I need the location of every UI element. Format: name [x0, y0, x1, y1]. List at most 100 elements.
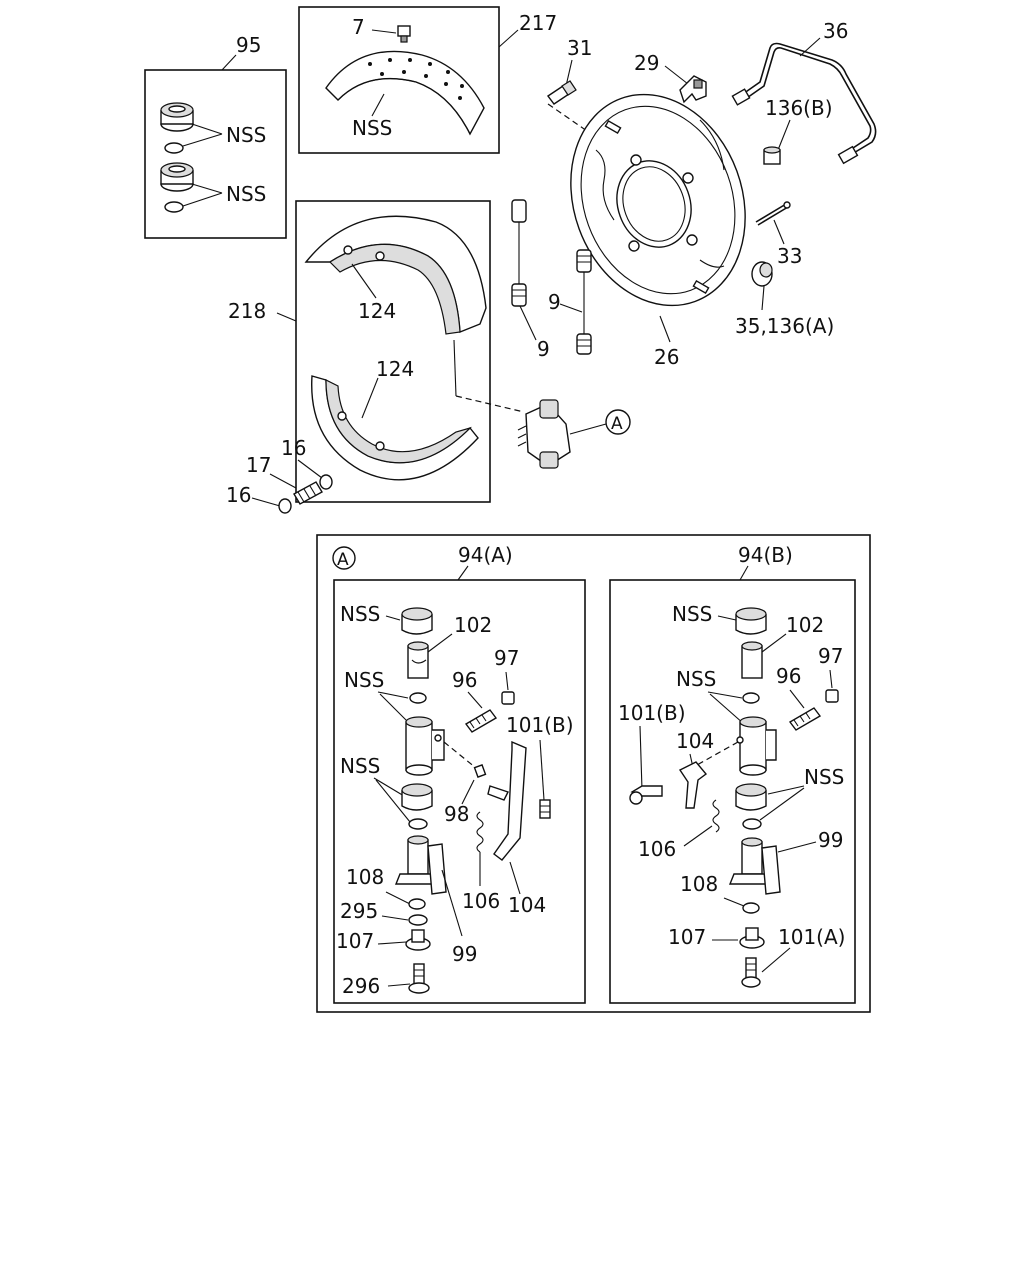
- label-35-136a: 35,136(A): [735, 314, 834, 338]
- bleeder-screw-icon: [464, 709, 498, 733]
- label-31: 31: [567, 36, 592, 60]
- bracket-29: 29: [634, 51, 707, 104]
- detail-a-frame: A: [316, 534, 871, 1013]
- callout-a: A: [611, 414, 623, 434]
- cup-seal-icon: [160, 162, 194, 192]
- label-107: 107: [668, 925, 706, 949]
- bolt-31: 31: [546, 36, 601, 141]
- label-124: 124: [376, 357, 414, 381]
- fitting-136b: 136(B): [763, 96, 833, 165]
- label-nss: NSS: [804, 765, 844, 789]
- label-102: 102: [786, 613, 824, 637]
- label-17: 17: [246, 453, 271, 477]
- return-spring-9: 9: [511, 199, 550, 361]
- adjuster-lever-icon: [678, 761, 708, 809]
- cup-icon: [409, 692, 427, 704]
- label-97: 97: [494, 646, 519, 670]
- bolt-icon: [629, 785, 663, 805]
- label-nss: NSS: [226, 182, 266, 206]
- label-102: 102: [454, 613, 492, 637]
- clip-98: [473, 764, 487, 778]
- pin-33: 33: [755, 201, 802, 268]
- kit-box-94b: 94(B) NSS 102 NSS 96 97: [609, 543, 856, 1004]
- screw-icon: [741, 957, 761, 988]
- wheel-cylinder: A: [455, 395, 631, 469]
- bolt-icon: [539, 799, 551, 819]
- label-295: 295: [340, 899, 378, 923]
- label-108: 108: [346, 865, 384, 889]
- brake-shoe-icon: [311, 375, 479, 481]
- cylinder-body-icon: [736, 716, 777, 776]
- star-wheel-icon: [405, 929, 431, 951]
- dust-boot-icon: [735, 607, 767, 635]
- label-97: 97: [818, 644, 843, 668]
- label-101b: 101(B): [618, 701, 686, 725]
- label-29: 29: [634, 51, 659, 75]
- washer-icon: [742, 902, 760, 914]
- star-wheel-icon: [739, 927, 765, 949]
- cup-icon: [742, 692, 760, 704]
- label-7: 7: [352, 15, 365, 39]
- label-94b: 94(B): [738, 543, 793, 567]
- label-101b: 101(B): [506, 713, 574, 737]
- label-95: 95: [236, 33, 261, 57]
- label-26: 26: [654, 345, 679, 369]
- label-nss: NSS: [352, 116, 392, 140]
- label-nss: NSS: [344, 668, 384, 692]
- label-nss: NSS: [676, 667, 716, 691]
- label-99: 99: [818, 828, 843, 852]
- label-33: 33: [777, 244, 802, 268]
- label-nss: NSS: [226, 123, 266, 147]
- bleeder-cap-icon: [825, 689, 839, 703]
- washer-icon: [408, 898, 426, 910]
- adjuster-screw-icon: [728, 837, 781, 895]
- backing-plate-26: 26: [570, 93, 746, 369]
- spring-106-icon: [476, 811, 484, 886]
- spring-106-icon: [712, 799, 720, 833]
- kit-box-217: 217 7 NSS: [298, 6, 557, 154]
- label-106: 106: [638, 837, 676, 861]
- piston-icon: [741, 641, 763, 679]
- label-96: 96: [452, 668, 477, 692]
- nut-35: 35,136(A): [735, 261, 834, 338]
- seal-ring-icon: [164, 142, 184, 154]
- kit-box-218: 218 124 124: [228, 200, 491, 503]
- kit-box-95: 95 NSS NSS: [144, 33, 287, 239]
- bleeder-cap-icon: [501, 691, 515, 705]
- label-104: 104: [676, 729, 714, 753]
- label-107: 107: [336, 929, 374, 953]
- dust-boot-icon: [735, 783, 767, 811]
- cup-seal-icon: [160, 102, 194, 132]
- label-16: 16: [281, 436, 306, 460]
- adjuster-lever-icon: [487, 740, 527, 861]
- label-16: 16: [226, 483, 251, 507]
- brake-lining-icon: [325, 50, 485, 136]
- label-nss: NSS: [340, 602, 380, 626]
- callout-a-icon: [605, 409, 631, 435]
- label-218: 218: [228, 299, 266, 323]
- label-nss: NSS: [340, 754, 380, 778]
- rivet-icon: [397, 25, 411, 43]
- label-124: 124: [358, 299, 396, 323]
- piston-icon: [407, 641, 429, 679]
- label-99: 99: [452, 942, 477, 966]
- label-104: 104: [508, 893, 546, 917]
- seal-ring-icon: [164, 201, 184, 213]
- label-36: 36: [823, 19, 848, 43]
- cylinder-body-icon: [405, 716, 445, 776]
- brake-pipe-36: 36: [731, 19, 877, 165]
- dust-boot-icon: [401, 607, 433, 635]
- cup-icon: [742, 818, 762, 830]
- return-spring-9: 9: [548, 249, 592, 355]
- label-nss: NSS: [672, 602, 712, 626]
- label-98: 98: [444, 802, 469, 826]
- label-94a: 94(A): [458, 543, 513, 567]
- cup-icon: [408, 818, 428, 830]
- label-217: 217: [519, 11, 557, 35]
- brake-shoe-icon: [304, 215, 487, 335]
- screw-icon: [408, 963, 430, 994]
- label-106: 106: [462, 889, 500, 913]
- label-96: 96: [776, 664, 801, 688]
- label-9: 9: [537, 337, 550, 361]
